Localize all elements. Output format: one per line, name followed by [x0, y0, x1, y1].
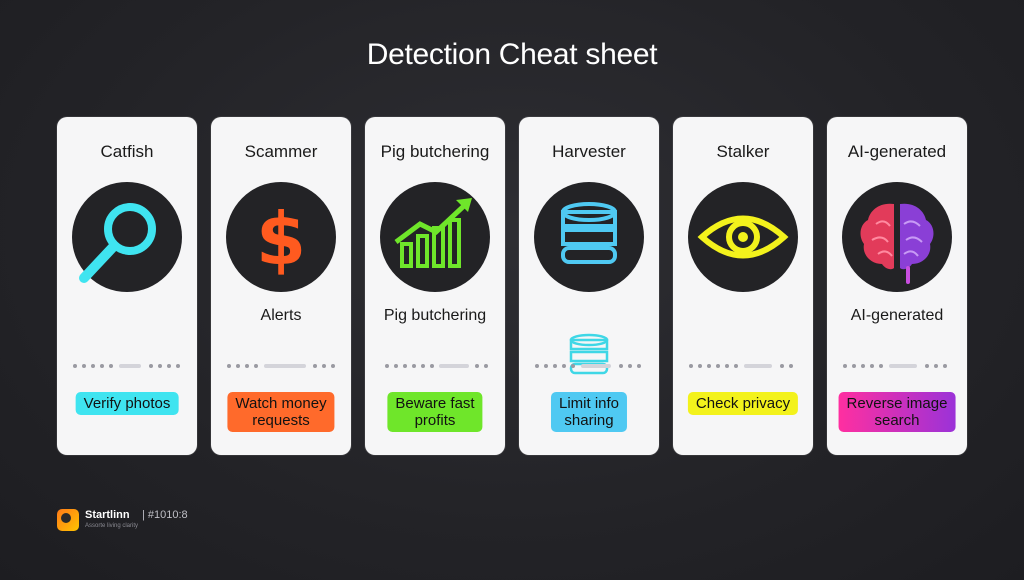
brain-icon: [842, 182, 952, 292]
sub-label: Alerts: [260, 307, 302, 324]
progress-dots: [843, 363, 951, 369]
database-icon: [534, 182, 644, 292]
magnifier-icon: [72, 182, 182, 292]
card-pig-butchering[interactable]: Pig butchering Pig butchering Beware fas…: [365, 117, 505, 455]
tip-pill: Verify photos: [75, 392, 179, 415]
sub-label: Pig butchering: [383, 307, 487, 324]
card-catfish[interactable]: Catfish Verify photos: [57, 117, 197, 455]
svg-text:$: $: [256, 197, 306, 281]
card-title: Catfish: [100, 142, 154, 161]
sub-label: AI-generated: [850, 307, 944, 324]
footer-tagline: Assorte living clarity: [85, 523, 139, 529]
dollar-icon: $: [226, 182, 336, 292]
eye-icon: [688, 182, 798, 292]
small-database-icon: [567, 333, 611, 386]
progress-dots: [689, 363, 797, 369]
tip-pill: Check privacy: [687, 392, 799, 415]
card-title: Pig butchering: [380, 142, 490, 161]
progress-dots: [73, 363, 181, 369]
card-title: Harvester: [552, 142, 626, 161]
card-title: Stalker: [716, 142, 770, 161]
card-title: Scammer: [244, 142, 318, 161]
card-title: AI-generated: [847, 142, 947, 161]
progress-dots: [227, 363, 335, 369]
page-title: Detection Cheat sheet: [366, 38, 658, 71]
progress-dots: [535, 363, 643, 369]
progress-dots: [381, 363, 489, 369]
card-stalker[interactable]: Stalker Check privacy: [673, 117, 813, 455]
footer-brand: Startlinn: [85, 509, 130, 521]
brand-logo-icon: [57, 509, 79, 531]
growth-chart-icon: [380, 182, 490, 292]
footer-code: | #1010:8: [142, 509, 188, 521]
